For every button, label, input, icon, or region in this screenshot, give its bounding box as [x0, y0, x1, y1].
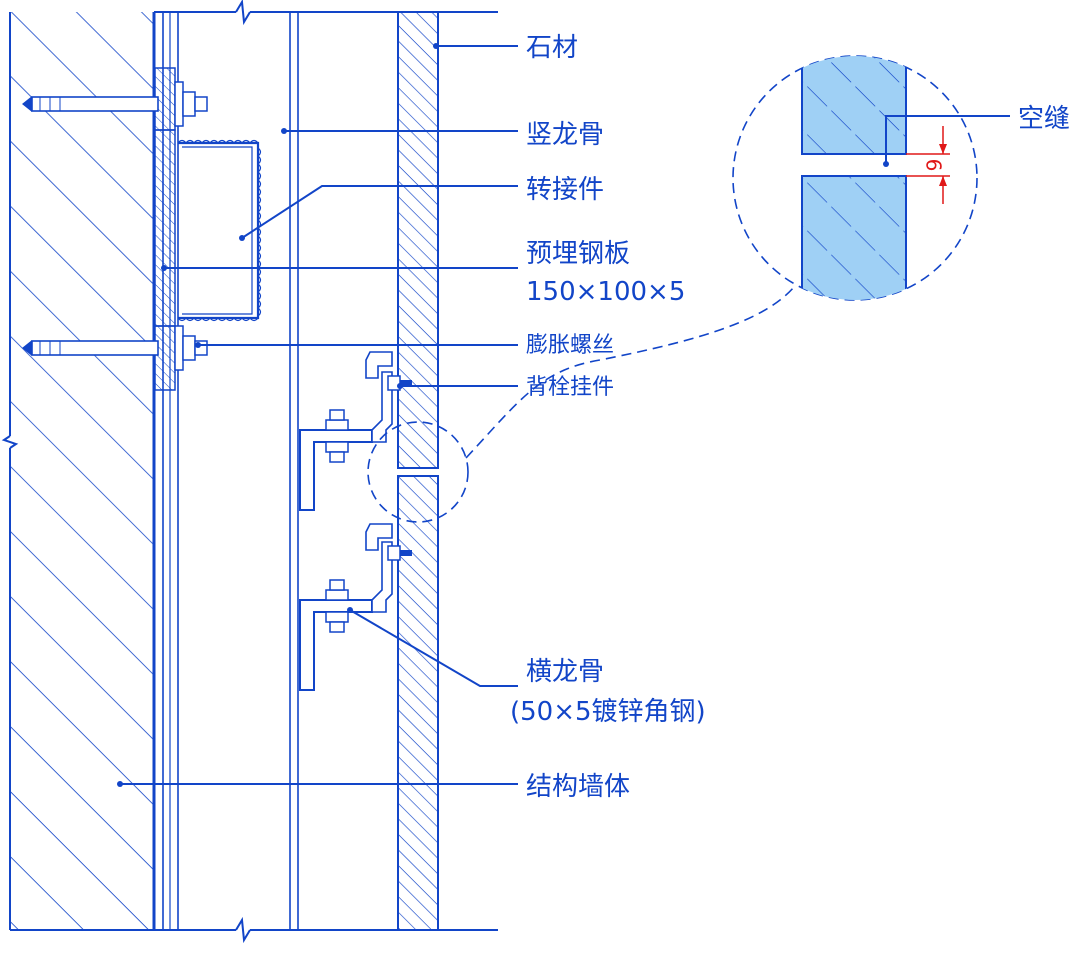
label-embedded-plate: 预埋钢板	[526, 239, 630, 269]
label-expansion-bolt: 膨胀螺丝	[526, 333, 614, 358]
label-horizontal-keel-spec: (50×5镀锌角钢)	[510, 697, 706, 727]
horizontal-keel-lower	[299, 541, 393, 691]
joint-width-value: 6	[922, 159, 946, 172]
vertical-keel	[162, 12, 299, 930]
label-joint: 空缝	[1018, 104, 1070, 134]
labels: 石材 竖龙骨 转接件 预埋钢板 150×100×5 膨胀螺丝 背栓挂件 横龙骨 …	[510, 33, 1070, 802]
label-back-bolt-hanger: 背栓挂件	[526, 375, 614, 400]
label-horizontal-keel: 横龙骨	[526, 657, 604, 687]
horizontal-keel-upper	[299, 371, 393, 511]
label-adapter: 转接件	[526, 175, 604, 205]
label-embedded-plate-size: 150×100×5	[526, 277, 685, 307]
label-structural-wall: 结构墙体	[526, 772, 630, 802]
leader-dots	[117, 43, 889, 787]
embedded-plate	[154, 67, 176, 391]
structural-wall	[1, 12, 156, 931]
back-bolt-hanger-upper	[365, 351, 412, 391]
stone-panel	[397, 11, 439, 931]
adapter	[177, 139, 262, 322]
expansion-bolt-upper	[22, 81, 208, 127]
label-vertical-keel: 竖龙骨	[526, 120, 604, 150]
joint-dimension: 6	[906, 126, 950, 204]
expansion-bolt-lower	[22, 325, 208, 371]
back-bolt-hanger-lower	[365, 523, 412, 561]
break-lines	[154, 0, 498, 944]
leader-lines	[120, 45, 1010, 785]
label-stone: 石材	[526, 33, 578, 63]
